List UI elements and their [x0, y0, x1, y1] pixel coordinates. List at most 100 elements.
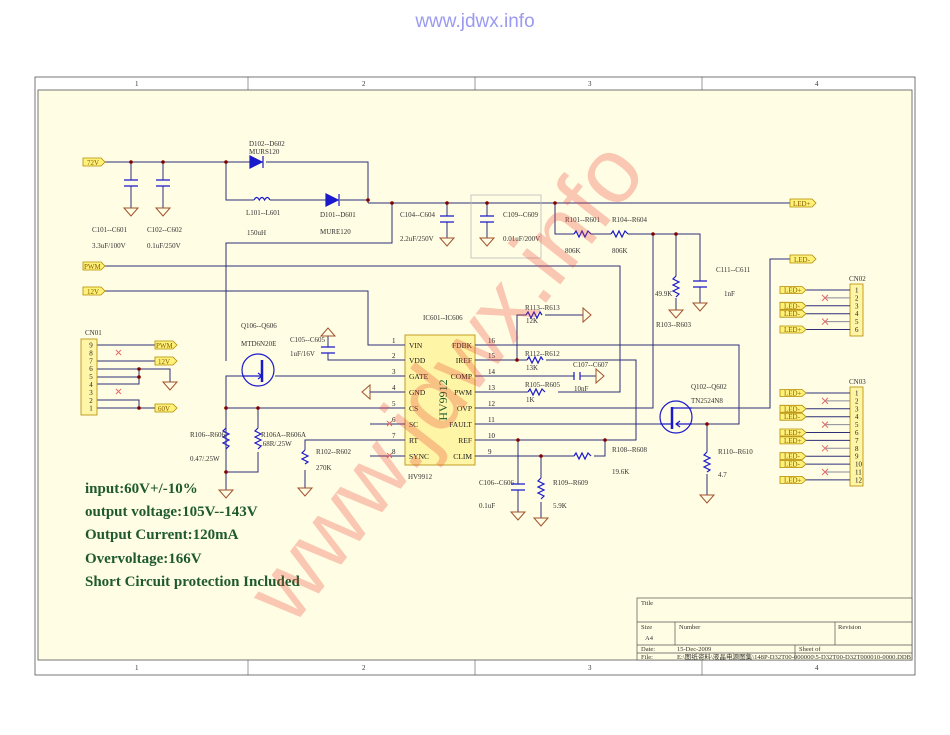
cn03-pin-number: 8 [855, 445, 859, 453]
ic-pin-name: VDD [409, 356, 426, 365]
cn01-pin-number: 3 [89, 389, 93, 397]
svg-text:10nF: 10nF [574, 385, 589, 393]
net-label-led-minus: LED- [779, 412, 807, 421]
svg-text:2.2uF/250V: 2.2uF/250V [400, 235, 434, 243]
ic-pin-name: IREF [456, 356, 472, 365]
svg-text:LED+: LED+ [793, 200, 811, 208]
svg-text:Q102--Q602: Q102--Q602 [691, 383, 727, 391]
ic-pin-name: FDBK [452, 341, 473, 350]
svg-text:270K: 270K [316, 464, 332, 472]
svg-text:.68R/.25W: .68R/.25W [261, 440, 292, 448]
net-label-led-plus: LED+ [779, 476, 807, 484]
net-label-72v: 72V [82, 157, 106, 167]
ic-pin-number: 11 [488, 416, 495, 424]
col-label: 1 [135, 664, 139, 672]
svg-text:806K: 806K [612, 247, 628, 255]
no-connect-icon [821, 397, 829, 405]
svg-text:LED-: LED- [784, 405, 801, 413]
svg-text:R105--R605: R105--R605 [525, 381, 561, 389]
net-label-led-plus: LED+ [779, 436, 807, 445]
net-label-led-plus: LED+ [779, 325, 807, 334]
cn03-pin-number: 4 [855, 413, 859, 421]
net-label-led-minus: LED- [779, 309, 807, 318]
cn02-pin-number: 1 [855, 287, 859, 295]
svg-text:C109--C609: C109--C609 [503, 211, 539, 219]
ic-pin-number: 7 [392, 432, 396, 440]
svg-text:13K: 13K [526, 364, 538, 372]
svg-text:C111--C611: C111--C611 [716, 266, 751, 274]
net-label-led-plus: LED+ [779, 286, 807, 295]
svg-text:Q106--Q606: Q106--Q606 [241, 322, 277, 330]
ic-pin-name: REF [458, 436, 472, 445]
c109-group-box [470, 194, 542, 259]
net-label-led-minus: LED- [789, 254, 817, 264]
ground-icons [122, 207, 716, 527]
net-label-pwm: PWM [82, 261, 106, 271]
svg-text:D102--D602: D102--D602 [249, 140, 285, 148]
watermark-top: www.jdwx.info [414, 11, 534, 32]
connector-cn03: CN03 1LED+23LED-4LED-56LED+7LED+89LED-10… [779, 378, 866, 487]
cn03-pin-number: 2 [855, 397, 859, 405]
net-label-led-plus: LED+ [779, 428, 807, 437]
mosfet-q106-icon [241, 353, 275, 387]
svg-text:Title: Title [641, 600, 653, 607]
svg-text:C105--C605: C105--C605 [290, 336, 326, 344]
svg-text:LED-: LED- [794, 256, 811, 264]
svg-text:L101--L601: L101--L601 [246, 209, 281, 217]
spec-notes: input:60V+/-10% output voltage:105V--143… [85, 481, 301, 590]
col-label: 2 [362, 80, 366, 88]
svg-text:A4: A4 [645, 635, 654, 642]
svg-text:12V: 12V [87, 288, 99, 296]
svg-text:LED+: LED+ [784, 429, 802, 437]
cn02-pin-number: 4 [855, 310, 859, 318]
net-labels: 72V PWM 12V LED+ LED- PWM 12V 60V [82, 157, 817, 413]
svg-text:HV9912: HV9912 [436, 379, 450, 420]
cn02-pin-number: 2 [855, 294, 859, 302]
cn01-pin-number: 1 [89, 405, 93, 413]
svg-text:72V: 72V [87, 159, 99, 167]
svg-text:R110--R610: R110--R610 [718, 448, 753, 456]
cn03-pin-number: 9 [855, 453, 859, 461]
svg-text:R104--R604: R104--R604 [612, 216, 648, 224]
svg-text:C102--C602: C102--C602 [147, 226, 183, 234]
svg-text:LED+: LED+ [784, 287, 802, 295]
cn02-pin-number: 3 [855, 302, 859, 310]
ic-pin-name: RT [409, 436, 419, 445]
svg-text:3.3uF/100V: 3.3uF/100V [92, 242, 126, 250]
svg-text:0.1uF: 0.1uF [479, 502, 495, 510]
svg-text:D101--D601: D101--D601 [320, 211, 356, 219]
net-label-led-minus: LED- [779, 404, 807, 413]
cn01-pin-number: 7 [89, 357, 93, 365]
svg-text:49.9K: 49.9K [655, 290, 672, 298]
svg-text:MURS120: MURS120 [249, 148, 280, 156]
junctions [129, 160, 709, 474]
svg-text:5.9K: 5.9K [553, 502, 567, 510]
ic-pin-name: CLIM [453, 452, 472, 461]
spec-input: input:60V+/-10% [85, 481, 198, 497]
border-columns: 1 2 3 4 1 2 3 4 [135, 77, 819, 675]
svg-text:R101--R601: R101--R601 [565, 216, 601, 224]
ic-pin-name: GATE [409, 372, 429, 381]
svg-text:File:: File: [641, 654, 653, 661]
ic-pin-name: CS [409, 404, 418, 413]
cn03-pin-number: 10 [855, 461, 863, 469]
svg-text:LED-: LED- [784, 453, 801, 461]
svg-text:R102--R602: R102--R602 [316, 448, 352, 456]
ic-pin-number: 3 [392, 368, 396, 376]
col-label: 3 [588, 80, 592, 88]
cn02-pin-number: 5 [855, 318, 859, 326]
svg-text:R109--R609: R109--R609 [553, 479, 589, 487]
mosfet-q102-icon [659, 400, 693, 434]
svg-text:CN01: CN01 [85, 329, 102, 337]
ic-pin-number: 2 [392, 352, 396, 360]
svg-text:LED+: LED+ [784, 390, 802, 398]
svg-text:C101--C601: C101--C601 [92, 226, 128, 234]
ic-pin-number: 5 [392, 400, 396, 408]
cn03-pin-number: 6 [855, 429, 859, 437]
ic-pin-name: FAULT [449, 420, 472, 429]
svg-text:E:\图纸资料\液晶电源图集\148P-D32T00-000: E:\图纸资料\液晶电源图集\148P-D32T00-000000\5-D32T… [677, 652, 912, 661]
net-label-pwm-cn01: PWM [154, 340, 178, 350]
svg-text:19.6K: 19.6K [612, 468, 629, 476]
